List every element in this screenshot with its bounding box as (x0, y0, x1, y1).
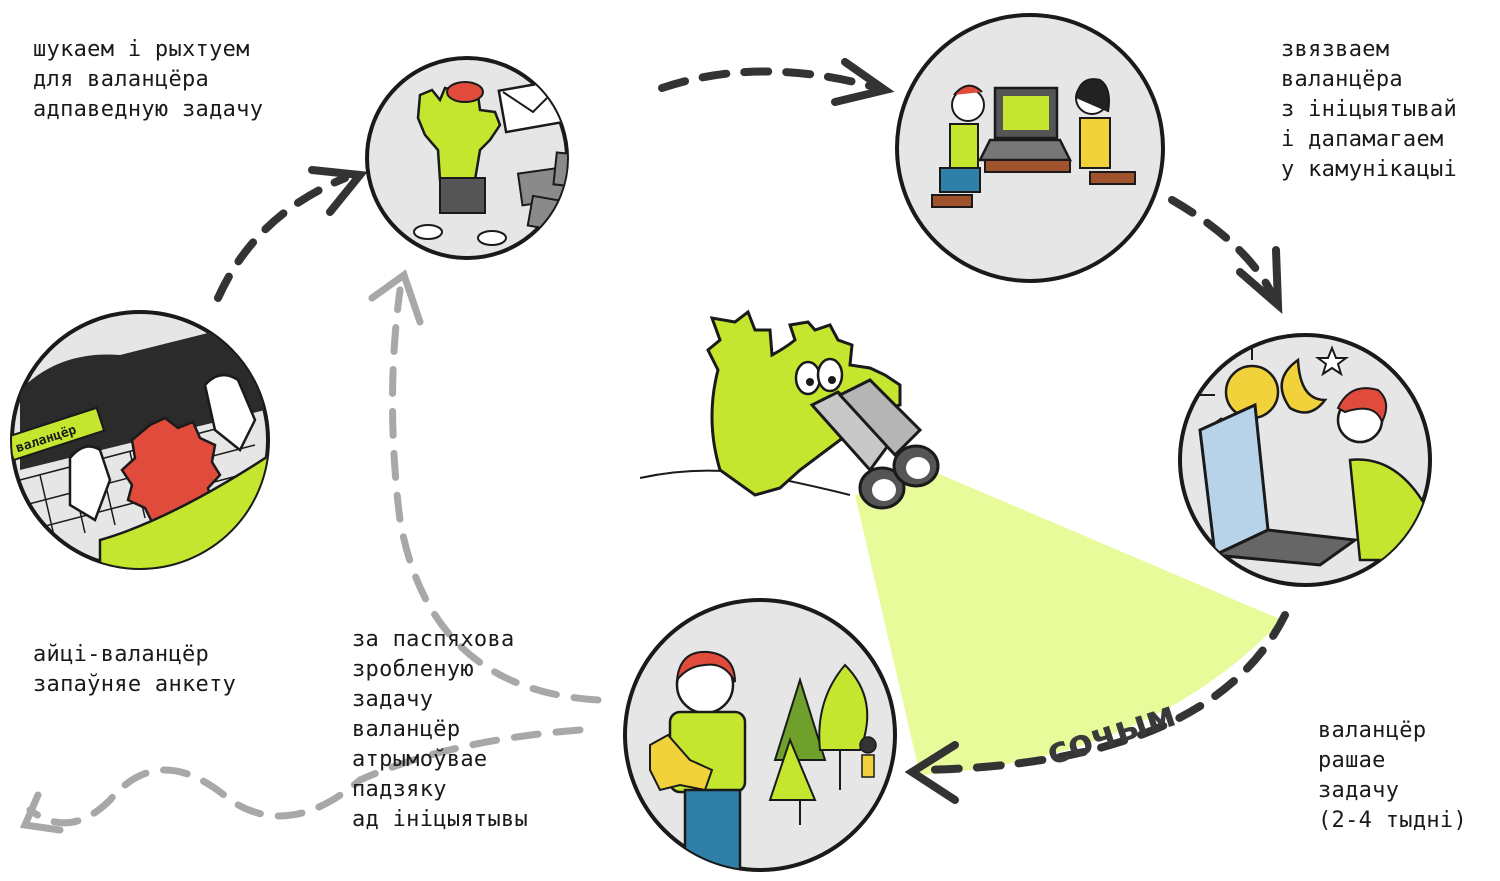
envelope-icon (497, 78, 567, 134)
step-circle-form: валанцёр (10, 310, 270, 570)
cactus-mascot-icon (649, 733, 714, 792)
central-mascot (639, 309, 940, 510)
watch-beam (855, 470, 1282, 775)
hand-right (203, 373, 257, 452)
step-circle-find (365, 56, 569, 260)
caption-connect: звязваем валанцёра з ініцыятывай і дапам… (1281, 37, 1458, 182)
hand-left (68, 445, 112, 522)
arrow-thanks-to-exit (19, 726, 584, 834)
arrow-form-to-find (214, 166, 368, 302)
arrow-thanks-to-find (368, 269, 602, 704)
table (984, 159, 1071, 173)
step-circle-solve (1178, 333, 1432, 587)
arrow-connect-to-solve (1168, 196, 1283, 315)
laptop-icon (977, 86, 1073, 162)
tree-icon (768, 663, 869, 825)
laptop-icon (1198, 402, 1360, 567)
caption-thanks: за паспяхова зробленую задачу валанцёр а… (352, 627, 529, 832)
arrow-find-to-connect (658, 58, 895, 106)
cactus-mascot-icon (416, 83, 502, 182)
moon-icon (1280, 357, 1328, 414)
step-circle-connect (895, 13, 1165, 283)
caption-find: шукаем і рыхтуем для валанцёра адпаведну… (33, 37, 264, 122)
small-person-head (859, 736, 877, 754)
caption-form: айці-валанцёр запаўняе анкету (33, 642, 237, 697)
star-icon (1315, 345, 1349, 377)
arrow-solve-to-thanks (904, 611, 1289, 804)
step-circle-thanks (623, 598, 897, 872)
caption-solve: валанцёр рашае задачу (2-4 тыдні) (1318, 718, 1467, 833)
cactus-mascot-icon (706, 309, 902, 497)
binoculars-icon (809, 378, 940, 510)
